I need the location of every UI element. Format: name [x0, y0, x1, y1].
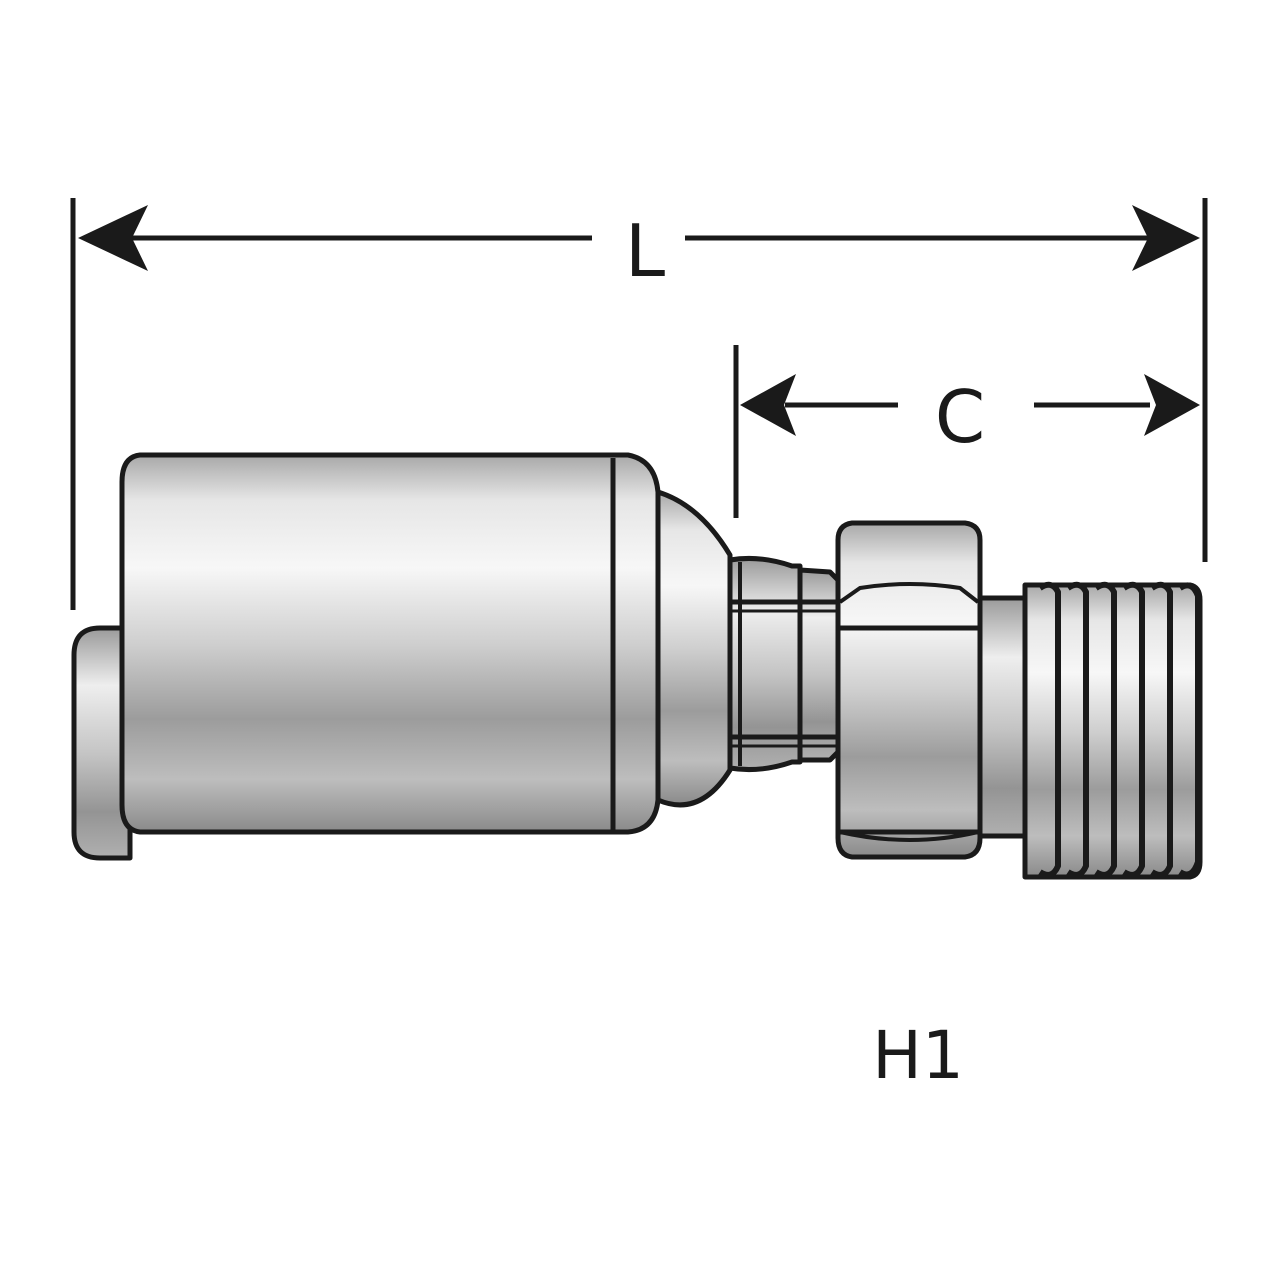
taper-neck — [655, 489, 733, 808]
dimension-l: L — [70, 198, 1208, 610]
hose-insert — [71, 625, 133, 861]
arrowhead-c-right-icon — [1144, 374, 1200, 436]
fitting — [71, 452, 1203, 880]
ferrule-shell — [119, 452, 661, 835]
label-l: L — [625, 209, 665, 293]
hex-face-top — [838, 582, 980, 604]
dimension-c: C — [733, 345, 1200, 518]
thread-relief — [977, 595, 1031, 839]
thread-ridges — [1038, 581, 1201, 878]
collar-ring-2 — [797, 567, 841, 763]
arrowhead-right-icon — [1132, 205, 1200, 271]
label-c: C — [935, 375, 985, 459]
hex-face-bottom — [839, 830, 979, 842]
hex-nut — [835, 520, 983, 860]
arrowhead-left-icon — [78, 205, 148, 271]
arrowhead-c-left-icon — [740, 374, 796, 436]
label-h1: H1 — [872, 1017, 964, 1094]
